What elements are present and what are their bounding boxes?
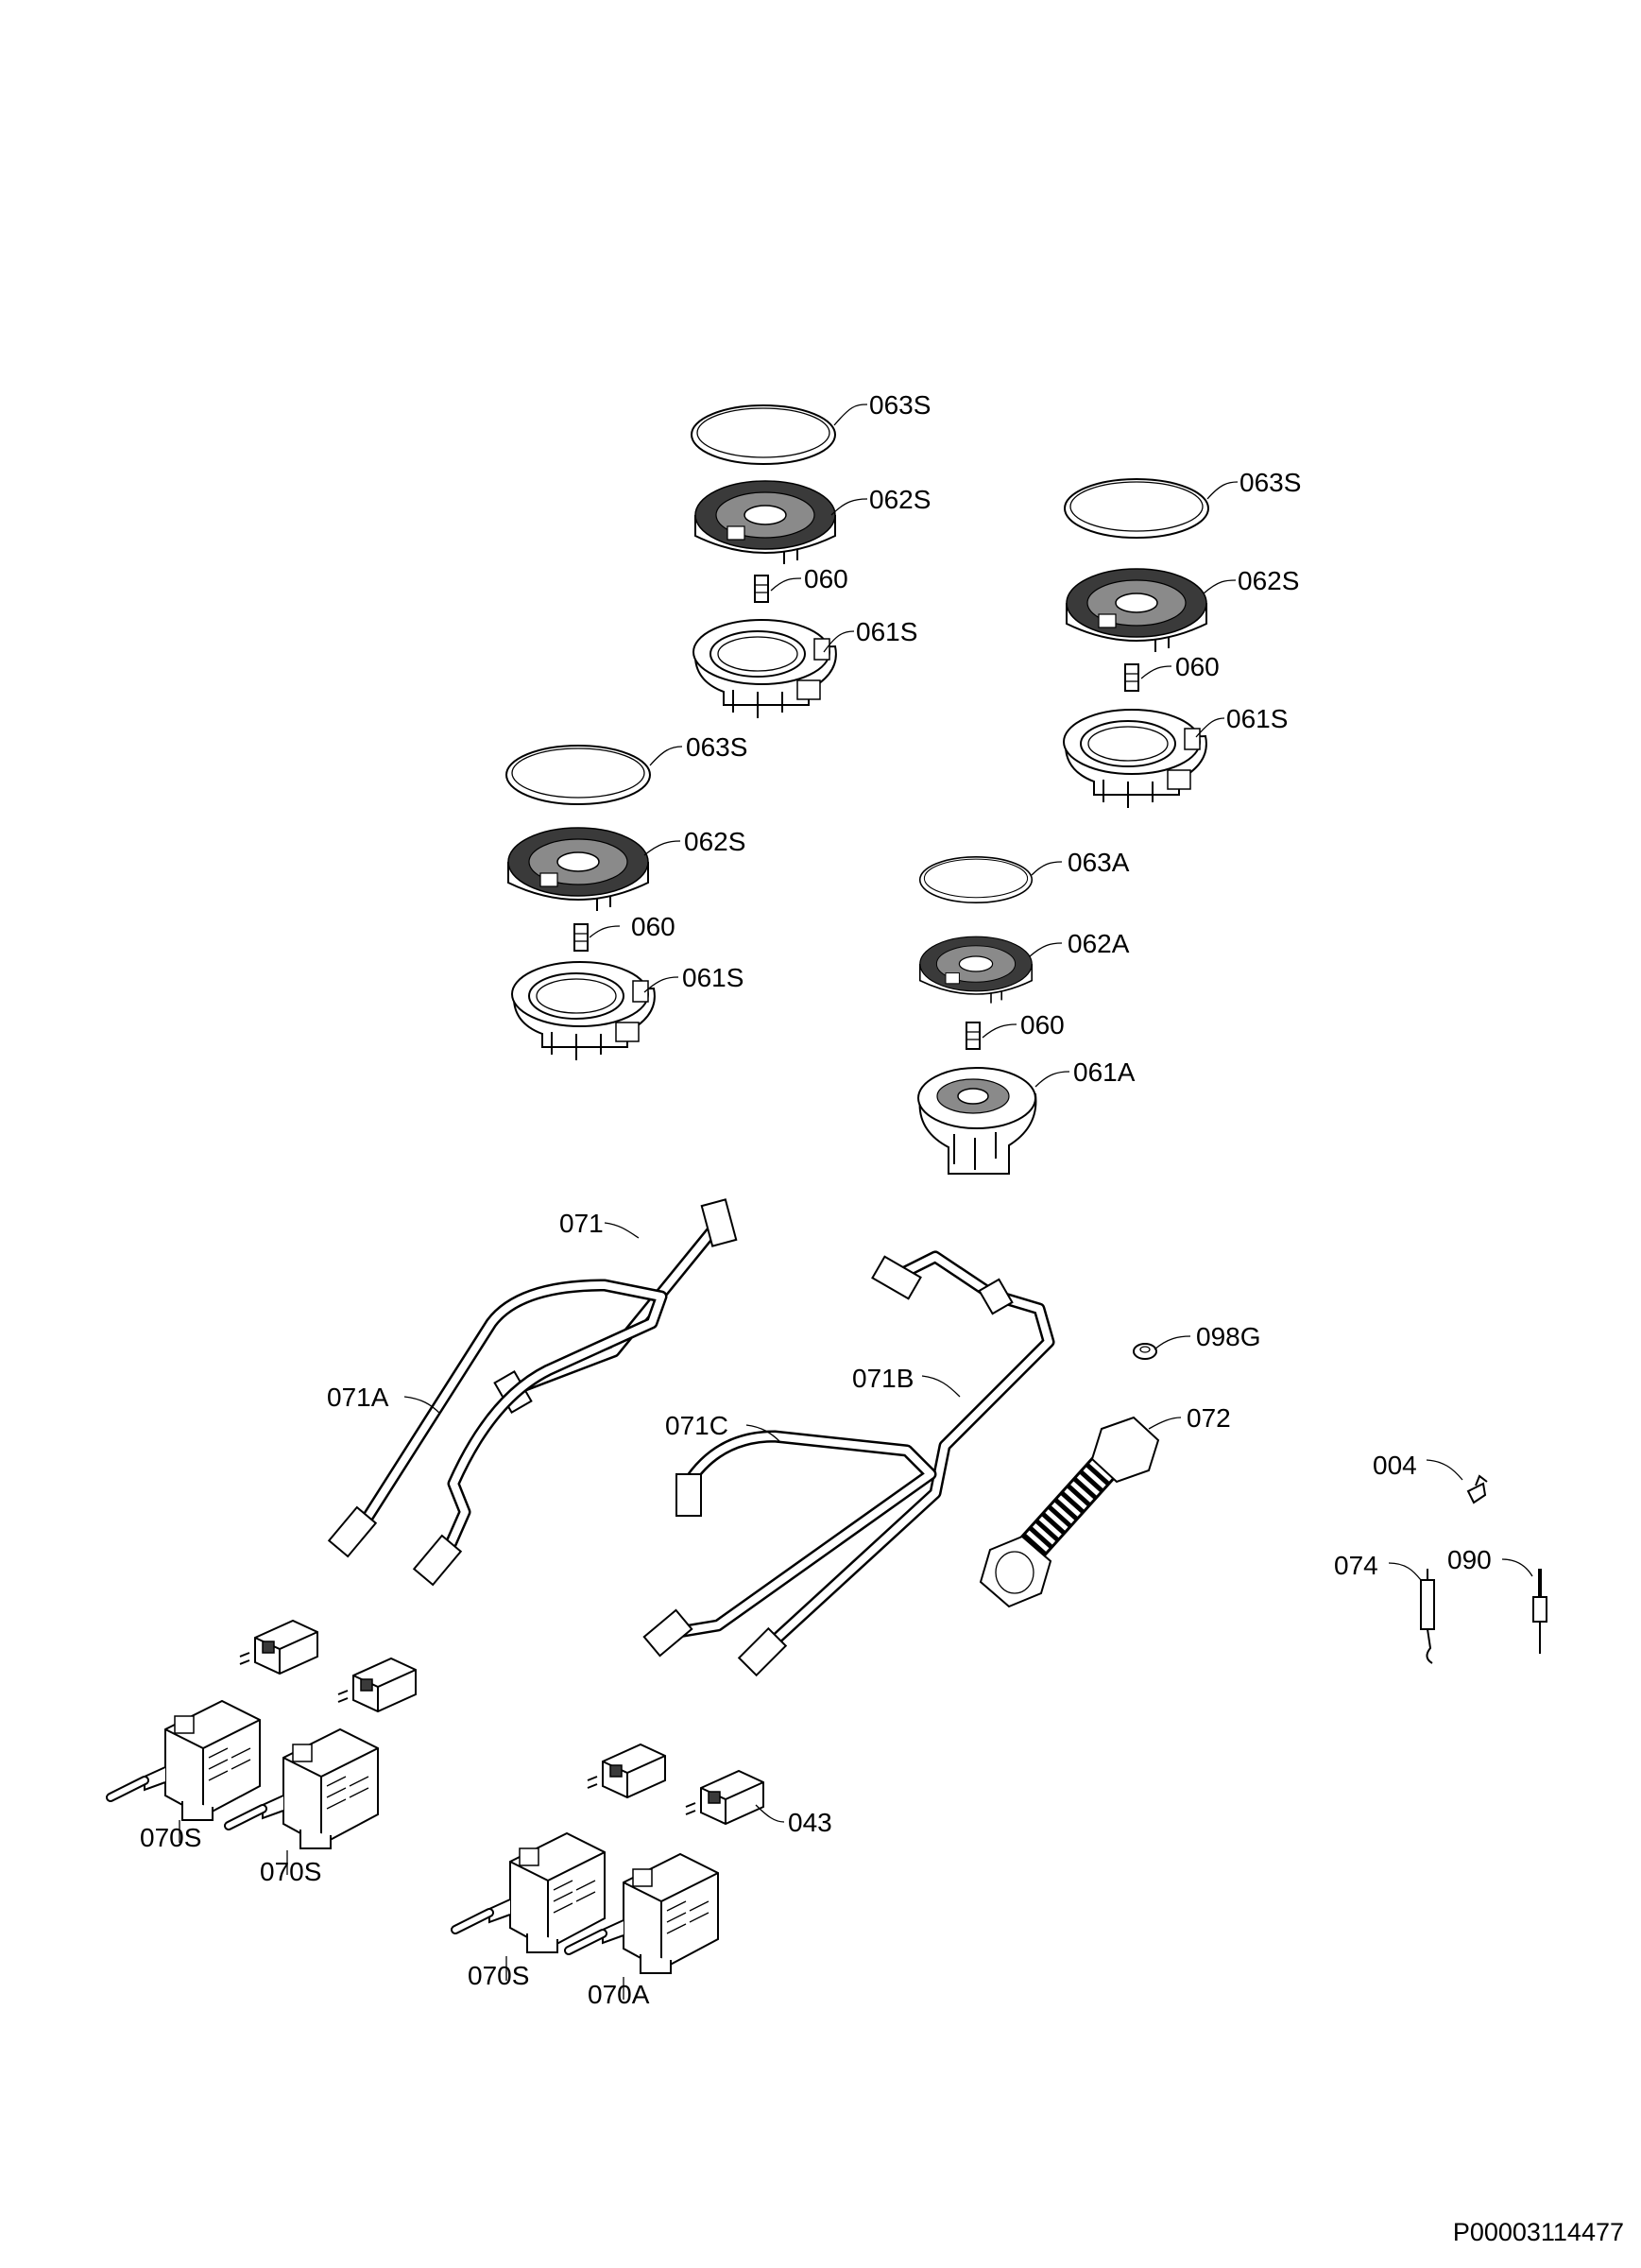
clip-004	[1466, 1474, 1488, 1504]
label-cap-top-left: 063S	[869, 390, 931, 420]
gas-pipe-071c	[642, 1430, 937, 1658]
label-head-right: 062S	[1238, 566, 1299, 595]
washer-098g	[1133, 1343, 1157, 1360]
flexible-hose-072	[979, 1416, 1160, 1608]
burner-head-top-left	[694, 480, 836, 565]
label-cup-top-left: 061S	[856, 617, 917, 646]
label-head-aux: 062A	[1068, 929, 1130, 958]
gas-pipe-071a	[327, 1279, 668, 1587]
burner-cap-left	[505, 745, 651, 805]
label-injector-top-left: 060	[804, 564, 848, 593]
label-pipe-071b: 071B	[852, 1364, 914, 1393]
injector-top-left	[754, 575, 769, 603]
label-cap-left: 063S	[686, 732, 747, 762]
burner-head-left	[507, 827, 649, 912]
burner-cap-aux	[918, 856, 1034, 903]
label-electrode: 074	[1334, 1551, 1378, 1580]
label-tap-1: 070S	[140, 1823, 201, 1852]
label-microswitch: 043	[788, 1808, 832, 1837]
label-pipe-071c: 071C	[665, 1411, 728, 1440]
microswitch-3	[587, 1744, 666, 1798]
label-injector-aux: 060	[1020, 1010, 1065, 1040]
label-tap-3: 070S	[468, 1961, 529, 1990]
burner-cap-right	[1064, 478, 1209, 539]
label-cup-right: 061S	[1226, 704, 1288, 733]
burner-cup-aux	[917, 1067, 1037, 1175]
microswitch-4	[685, 1770, 764, 1825]
label-washer: 098G	[1196, 1322, 1261, 1351]
burner-head-right	[1066, 568, 1207, 653]
injector-right	[1124, 663, 1139, 692]
label-head-top-left: 062S	[869, 485, 931, 514]
label-cap-right: 063S	[1239, 468, 1301, 497]
document-id: P00003114477	[1452, 2218, 1624, 2246]
microswitch-2	[337, 1658, 417, 1712]
burner-cup-right	[1063, 709, 1207, 809]
label-pipe-071a: 071A	[327, 1383, 389, 1412]
gas-tap-1	[111, 1701, 260, 1820]
label-cup-aux: 061A	[1073, 1057, 1136, 1087]
injector-left	[573, 923, 589, 952]
label-cup-left: 061S	[682, 963, 744, 992]
ignition-electrode-074	[1420, 1569, 1435, 1664]
label-pipe-071: 071	[559, 1209, 604, 1238]
burner-cap-top-left	[691, 404, 836, 465]
label-tap-2: 070S	[260, 1857, 321, 1886]
gas-pipe-071b	[737, 1250, 1055, 1677]
label-head-left: 062S	[684, 827, 745, 856]
label-tap-4: 070A	[588, 1980, 650, 2009]
label-thermocouple: 090	[1447, 1545, 1492, 1574]
microswitch-1	[239, 1620, 318, 1675]
label-injector-left: 060	[631, 912, 675, 941]
injector-aux	[966, 1022, 981, 1050]
burner-cup-left	[511, 961, 656, 1061]
label-cap-aux: 063A	[1068, 848, 1130, 877]
gas-tap-3	[455, 1833, 605, 1952]
label-hose: 072	[1187, 1403, 1231, 1433]
label-clip: 004	[1373, 1451, 1417, 1480]
burner-cup-top-left	[692, 619, 837, 719]
thermocouple-090	[1532, 1569, 1547, 1654]
label-injector-right: 060	[1175, 652, 1220, 681]
burner-head-aux	[918, 936, 1033, 1005]
